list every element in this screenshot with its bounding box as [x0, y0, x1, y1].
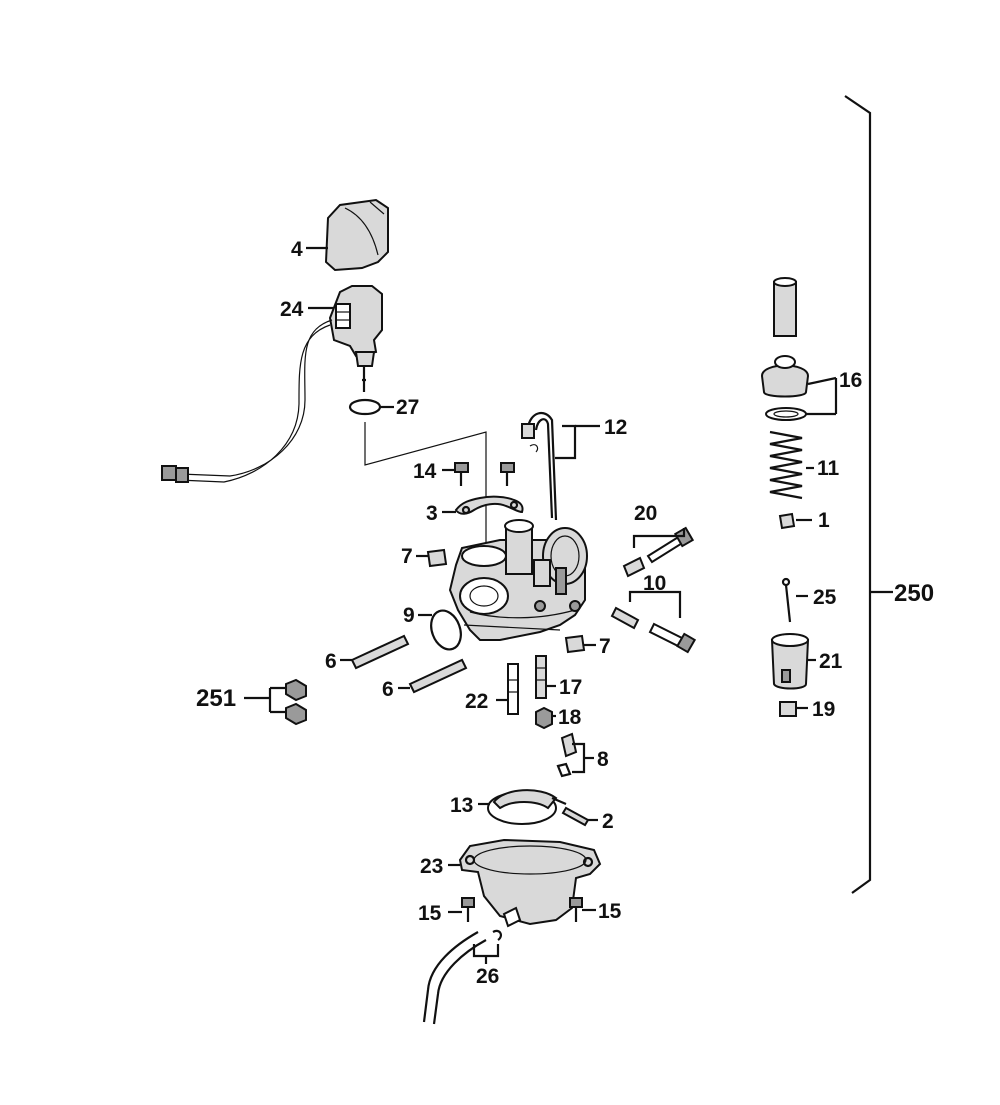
- label-20: 20: [634, 502, 657, 525]
- label-7-lower: 7: [599, 635, 611, 658]
- carburetor-body: [448, 519, 588, 641]
- label-23: 23: [420, 855, 443, 878]
- part-6-stud-upper: [340, 634, 410, 670]
- part-14-screws: [442, 462, 515, 486]
- part-6-stud-lower: [398, 658, 468, 694]
- label-13: 13: [450, 794, 473, 817]
- part-2-float-pin: [561, 806, 598, 827]
- label-26: 26: [476, 965, 499, 988]
- part-16-cap-and-seal: [760, 355, 838, 421]
- label-15-left: 15: [418, 902, 442, 925]
- part-23-float-bowl: [448, 838, 602, 928]
- part-3-clamp: [442, 495, 524, 515]
- part-9-o-ring: [418, 609, 462, 651]
- callout-labels: 1 2 3 4 6 6 7 7 8 9 10 11 12 13 14 15 15…: [196, 238, 934, 988]
- label-2: 2: [602, 810, 614, 833]
- label-14: 14: [413, 460, 437, 483]
- part-15-screw-left: [448, 897, 475, 922]
- label-24: 24: [280, 298, 304, 321]
- part-24-auto-choke: [161, 285, 383, 483]
- part-13-float: [478, 789, 567, 825]
- label-11: 11: [817, 457, 840, 480]
- label-10: 10: [643, 572, 666, 595]
- label-250: 250: [894, 580, 934, 607]
- part-12-hose: [521, 411, 600, 521]
- label-1: 1: [818, 509, 830, 532]
- part-19-needle-jet: [779, 701, 808, 717]
- part-20-adjust-screw: [622, 526, 695, 578]
- label-12: 12: [604, 416, 627, 439]
- label-3: 3: [426, 502, 438, 525]
- part-7-gasket-lower: [564, 634, 596, 654]
- label-251: 251: [196, 685, 236, 712]
- part-17-jet-holder: [535, 655, 556, 699]
- label-21: 21: [819, 650, 843, 673]
- label-17: 17: [559, 676, 582, 699]
- part-26-drain-hose: [422, 929, 502, 1025]
- label-9: 9: [403, 604, 415, 627]
- part-4-connector-cover: [306, 198, 389, 272]
- part-15-screw-right: [569, 897, 596, 922]
- part-251-nuts: [244, 678, 307, 726]
- part-21-throttle-slide: [770, 633, 816, 690]
- label-8: 8: [597, 748, 609, 771]
- label-19: 19: [812, 698, 835, 721]
- assembly-bracket-250: [844, 95, 893, 894]
- part-27-o-ring: [348, 398, 394, 416]
- slide-cover-tube: [773, 277, 797, 337]
- label-7-upper: 7: [401, 545, 413, 568]
- part-11-spring: [769, 430, 814, 500]
- label-18: 18: [558, 706, 582, 729]
- part-22-emulsion-tube: [496, 663, 519, 715]
- part-25-jet-needle: [781, 577, 808, 623]
- label-22: 22: [465, 690, 488, 713]
- part-7-gasket-upper: [416, 548, 448, 568]
- part-10-idle-screw: [610, 590, 697, 654]
- label-15-right: 15: [598, 900, 622, 923]
- label-16: 16: [839, 369, 862, 392]
- label-6-upper: 6: [325, 650, 337, 673]
- label-25: 25: [813, 586, 837, 609]
- label-4: 4: [291, 238, 303, 261]
- part-18-main-jet: [535, 706, 556, 730]
- label-27: 27: [396, 396, 419, 419]
- part-1-clip: [778, 512, 812, 530]
- label-6-lower: 6: [382, 678, 394, 701]
- part-8-float-valve: [556, 732, 594, 778]
